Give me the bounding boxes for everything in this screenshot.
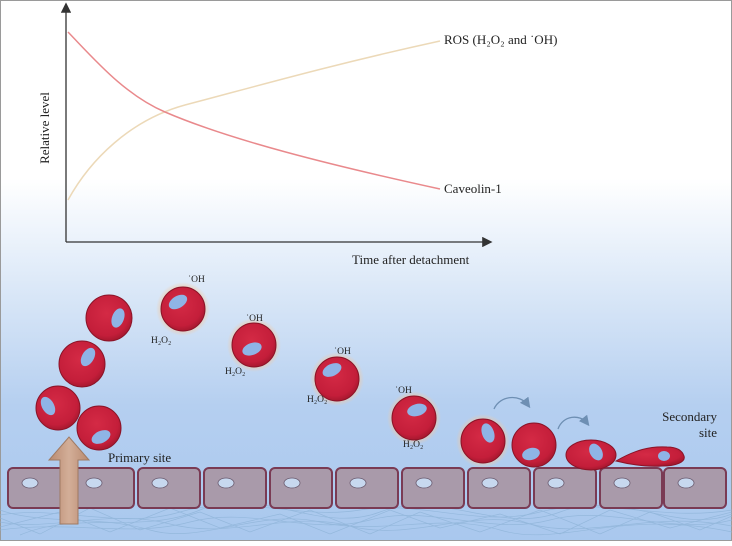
- endothelial-cell: [269, 467, 333, 509]
- y-axis-label: Relative level: [37, 92, 52, 164]
- endothelial-cell: [137, 467, 201, 509]
- graph: Relative level Time after detachment ROS…: [37, 2, 557, 267]
- rolling-arrow-icon: [557, 414, 590, 430]
- ros-curve-label: ROS (H₂O₂ and ˙OH): [444, 32, 557, 47]
- ros-label-oh: ˙OH: [395, 386, 412, 396]
- caveolin-curve-label: Caveolin-1: [444, 181, 502, 196]
- tumor-cell-ros: [310, 352, 364, 406]
- tumor-cell: [511, 422, 557, 468]
- ros-label-oh: ˙OH: [246, 314, 263, 324]
- endothelial-cell: [599, 467, 663, 509]
- tumor-cell-ros: [456, 414, 510, 468]
- ros-label-h2o2: H₂O₂: [151, 336, 171, 346]
- endothelial-cell: [203, 467, 267, 509]
- ros-curve: [67, 40, 441, 201]
- tumor-cell: [58, 340, 106, 388]
- tumor-cell-ros: [387, 391, 441, 445]
- detachment-arrow: [47, 436, 91, 525]
- tumor-cell: [35, 385, 81, 431]
- primary-site-label: Primary site: [108, 450, 171, 465]
- ros-label-h2o2: H₂O₂: [225, 367, 245, 377]
- caveolin-curve: [67, 31, 441, 190]
- x-axis-label: Time after detachment: [352, 252, 470, 267]
- endothelium: [7, 467, 727, 509]
- ros-label-h2o2: H₂O₂: [307, 395, 327, 405]
- endothelial-cell: [663, 467, 727, 509]
- secondary-site-label-line2: site: [699, 425, 717, 440]
- secondary-site-label: Secondary: [662, 409, 717, 424]
- extracellular-matrix: [0, 502, 732, 536]
- tumor-cell: [85, 294, 133, 342]
- ros-label-oh: ˙OH: [334, 347, 351, 357]
- endothelial-cell: [71, 467, 135, 509]
- rolling-arrow-icon: [493, 396, 531, 410]
- tumor-cell-flattening: [565, 439, 617, 471]
- ros-label-h2o2: H₂O₂: [403, 440, 423, 450]
- tumor-cell-ros: [227, 318, 281, 372]
- endothelial-cell: [533, 467, 597, 509]
- endothelial-cell: [401, 467, 465, 509]
- tumor-cell-extravasating: [614, 446, 685, 467]
- endothelial-cell: [335, 467, 399, 509]
- endothelial-cell: [467, 467, 531, 509]
- tumor-cell-ros: [156, 282, 210, 336]
- tumor-cell: [76, 405, 122, 451]
- ros-label-oh: ˙OH: [188, 275, 205, 285]
